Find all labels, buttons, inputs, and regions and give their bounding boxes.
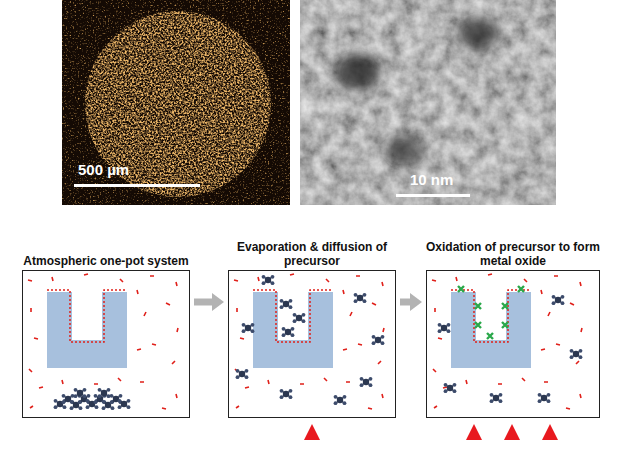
scale-label: 10 nm — [410, 171, 453, 188]
process-panel: Atmospheric one-pot system — [22, 226, 190, 418]
panel-heading: Oxidation of precursor to form metal oxi… — [426, 240, 600, 268]
panel-illustration — [234, 274, 384, 409]
panel-heading: Atmospheric one-pot system — [23, 254, 188, 268]
process-arrow — [194, 299, 212, 306]
panel-heading: Evaporation & diffusion of precursor — [228, 240, 396, 268]
process-arrow — [400, 299, 410, 306]
panel-heading-area: Oxidation of precursor to form metal oxi… — [426, 226, 600, 268]
process-panel: Oxidation of precursor to form metal oxi… — [426, 226, 600, 418]
oxide-mark — [458, 286, 524, 339]
panel-heading-area: Evaporation & diffusion of precursor — [228, 226, 396, 268]
eds-map-image — [62, 0, 290, 205]
panel-illustration — [28, 274, 178, 410]
sem-image — [300, 0, 556, 205]
panel-frame — [22, 270, 190, 418]
scale-label: 500 µm — [78, 161, 129, 178]
panel-frame — [228, 270, 396, 418]
process-panel: Evaporation & diffusion of precursor — [228, 226, 396, 418]
panel-heading-area: Atmospheric one-pot system — [22, 226, 190, 268]
scale-bar — [74, 184, 200, 187]
heat-triangle — [304, 424, 558, 440]
panel-illustration — [432, 274, 582, 409]
panel-frame — [426, 270, 600, 418]
scale-bar — [396, 194, 470, 197]
